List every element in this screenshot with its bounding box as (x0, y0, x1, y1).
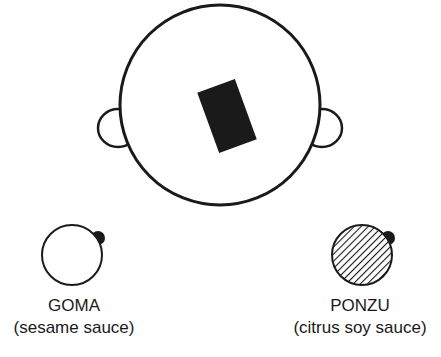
sauce-description: (citrus soy sauce) (293, 318, 426, 338)
pot (120, 5, 320, 205)
tofu-block (197, 79, 256, 153)
sauce-description: (sesame sauce) (14, 318, 135, 338)
sauce-dish (42, 225, 102, 285)
sauce-dish (332, 225, 392, 285)
sauce-name: PONZU (330, 296, 390, 316)
sauce-name: GOMA (48, 296, 100, 316)
